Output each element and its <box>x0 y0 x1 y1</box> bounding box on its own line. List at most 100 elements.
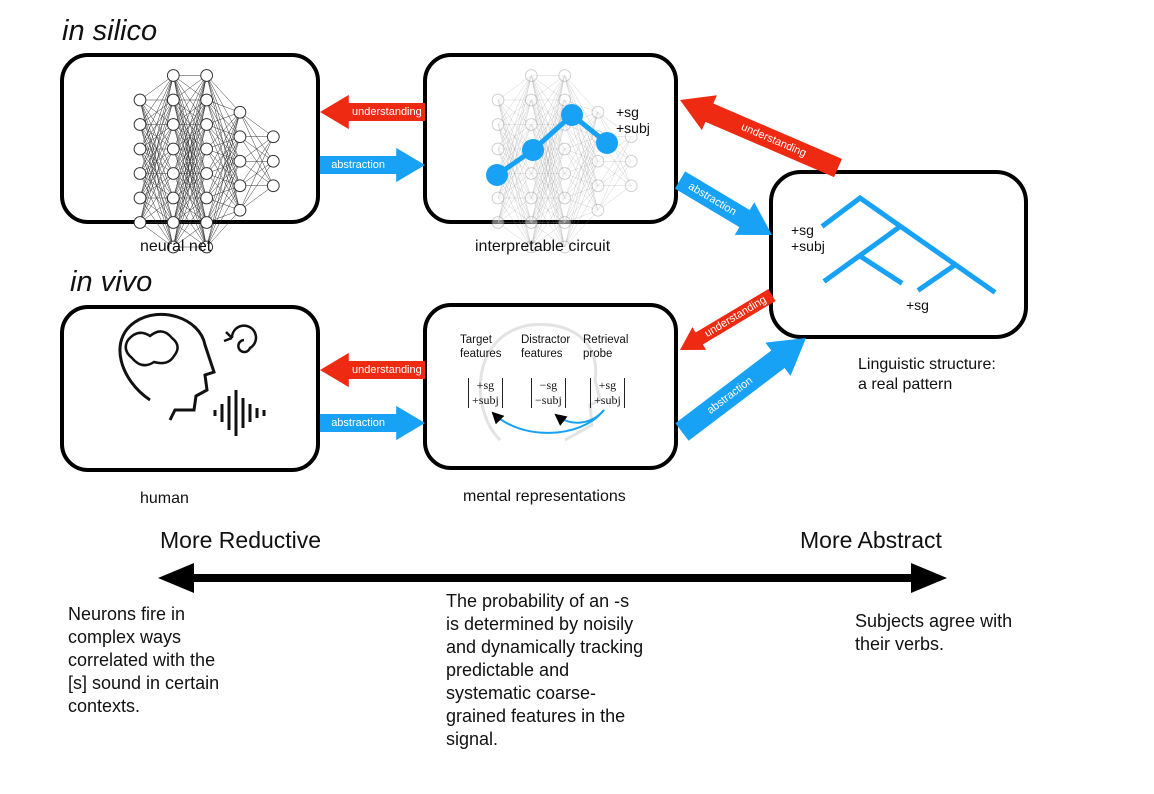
neuron-node <box>233 203 247 217</box>
neuron-node <box>491 118 505 131</box>
matrix-cell: +sg <box>598 378 617 392</box>
neuron-node <box>491 216 505 229</box>
neuron-node <box>558 216 572 229</box>
human-box <box>60 305 320 472</box>
faded-head-icon <box>478 322 602 442</box>
neuron-node <box>166 93 180 107</box>
neuron-node <box>233 154 247 168</box>
matrix-cell: +sg <box>476 378 495 392</box>
neuron-node <box>200 216 214 229</box>
retrieval-arcs <box>491 409 605 434</box>
neuron-node <box>200 167 214 180</box>
neuron-node <box>200 240 214 254</box>
neuron-node <box>166 69 180 82</box>
description-right: Subjects agree with their verbs. <box>855 611 1013 654</box>
neuron-node <box>266 130 280 144</box>
matrix-distractor: −sg−subj <box>531 378 566 408</box>
matrix-cell: +subj <box>594 393 621 407</box>
human-head-icon <box>118 312 266 436</box>
understanding-label: understanding <box>352 106 422 118</box>
neuron-node <box>558 93 572 107</box>
neuron-node <box>133 191 147 205</box>
neuron-node <box>591 179 605 193</box>
label-neural-net: neural net <box>140 238 212 255</box>
neural-net-box <box>60 53 320 224</box>
neuron-node <box>166 167 180 180</box>
neuron-node <box>491 191 505 205</box>
understanding-label: understanding <box>352 364 422 376</box>
col-distractor-header: Distractor features <box>521 334 571 360</box>
description-middle: The probability of an -s is determined b… <box>446 591 644 749</box>
structure-features-bottom: +sg <box>906 297 929 313</box>
neuron-node <box>166 142 180 156</box>
neuron-node <box>524 240 538 254</box>
understanding-arrow: understanding <box>320 352 425 388</box>
scale-right-label: More Abstract <box>800 527 942 553</box>
neuron-node <box>591 203 605 217</box>
neuron-node <box>233 105 247 119</box>
neuron-node <box>266 154 280 168</box>
neuron-node <box>524 69 538 82</box>
abstraction-arrow: abstraction <box>320 147 425 183</box>
neuron-node <box>166 118 180 131</box>
neuron-node <box>200 142 214 156</box>
circuit-node <box>486 164 508 186</box>
neuron-node <box>558 167 572 180</box>
neuron-node <box>591 154 605 168</box>
neuron-node <box>200 69 214 82</box>
neuron-node <box>200 191 214 205</box>
circuit-features: +sg +subj <box>616 104 650 136</box>
neuron-node <box>233 130 247 144</box>
neuron-node <box>133 167 147 180</box>
neuron-node <box>524 191 538 205</box>
neuron-node <box>558 240 572 254</box>
heading-in-silico: in silico <box>62 15 158 47</box>
circuit-icon <box>486 69 638 254</box>
neuron-node <box>491 93 505 107</box>
circuit-node <box>522 139 544 161</box>
matrix-probe: +sg+subj <box>590 378 625 408</box>
neuron-node <box>524 93 538 107</box>
neuron-node <box>591 105 605 119</box>
neuron-node <box>524 167 538 180</box>
neuron-node <box>133 93 147 107</box>
neuron-node <box>524 216 538 229</box>
col-probe-header: Retrieval probe <box>583 334 629 360</box>
abstraction-label: abstraction <box>331 159 385 171</box>
structure-box <box>769 170 1028 339</box>
heading-in-vivo: in vivo <box>70 266 153 298</box>
neural-net-icon <box>133 69 280 254</box>
neuron-node <box>166 191 180 205</box>
abstraction-arrow: abstraction <box>674 171 773 236</box>
neuron-node <box>624 154 638 168</box>
neuron-node <box>200 93 214 107</box>
scale-left-label: More Reductive <box>160 527 322 553</box>
neuron-node <box>491 142 505 156</box>
neuron-node <box>624 179 638 193</box>
label-circuit: interpretable circuit <box>475 238 611 255</box>
abstraction-label: abstraction <box>331 417 385 429</box>
neuron-node <box>266 179 280 193</box>
mental-box <box>423 303 678 470</box>
matrix-target: +sg+subj <box>468 378 503 408</box>
neuron-node <box>133 142 147 156</box>
label-human: human <box>140 490 189 507</box>
neuron-node <box>233 179 247 193</box>
neuron-node <box>200 118 214 131</box>
understanding-label: understanding <box>703 294 769 340</box>
syntax-tree-icon <box>820 194 997 295</box>
circuit-node <box>596 132 618 154</box>
label-mental: mental representations <box>463 488 626 505</box>
understanding-arrow: understanding <box>679 95 842 178</box>
neuron-node <box>133 216 147 229</box>
matrix-cell: −sg <box>539 378 558 392</box>
neuron-node <box>166 240 180 254</box>
neuron-node <box>558 191 572 205</box>
neuron-node <box>624 130 638 144</box>
structure-features-top: +sg +subj <box>791 222 825 254</box>
understanding-arrow: understanding <box>320 94 425 130</box>
neuron-node <box>133 118 147 131</box>
abstraction-arrow: abstraction <box>320 405 425 441</box>
